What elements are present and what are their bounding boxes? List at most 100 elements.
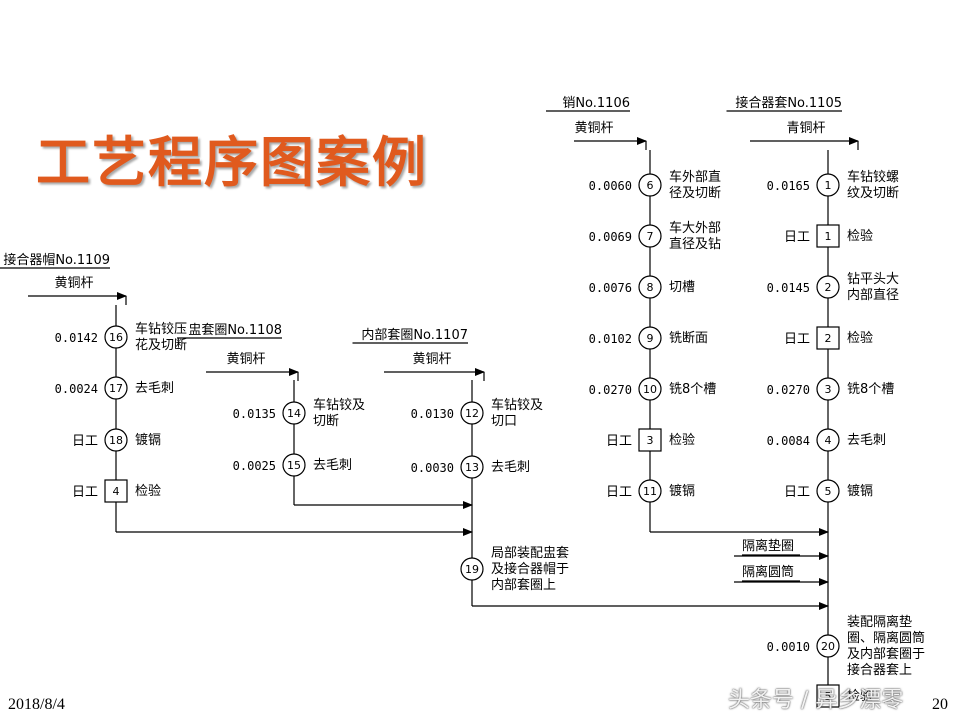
part-name: 接合器帽No.1109 [3,252,110,268]
operation-symbol [816,479,840,503]
step-time: 日工 [784,230,810,245]
step-number: 15 [287,459,301,472]
step-time: 0.0130 [411,407,454,421]
inspection-symbol [104,479,128,503]
step-number: 20 [821,640,835,653]
step-number: 6 [647,179,654,192]
step-time: 0.0135 [233,407,276,421]
step-time: 0.0145 [767,281,810,295]
operation-symbol [638,377,662,401]
step-time: 0.0270 [589,383,632,397]
step-number: 11 [643,485,657,498]
operation-symbol [638,275,662,299]
step-label: 铣8个槽 [847,382,894,397]
step-time: 0.0142 [55,331,98,345]
step-label: 圈、隔离圆筒 [847,630,925,646]
step-label: 镀镉 [135,432,161,448]
step-time: 0.0025 [233,459,276,473]
step-label: 切槽 [669,280,695,295]
step-label: 车钻铰及 [491,397,543,413]
operation-symbol [816,428,840,452]
step-number: 18 [109,434,123,447]
step-label: 去毛刺 [135,381,174,396]
step-time: 日工 [606,434,632,449]
step-number: 3 [825,383,832,396]
step-time: 0.0060 [589,179,632,193]
step-label: 车钻铰螺 [847,169,899,185]
step-label: 车大外部 [669,220,721,236]
step-label: 车外部直 [669,169,721,185]
material-label: 黄铜杆 [574,121,613,136]
watermark: 头条号 / 异乡漂零 [728,688,904,713]
step-number: 2 [825,332,832,345]
step-label: 切口 [491,414,517,429]
step-number: 5 [825,485,832,498]
step-label: 内部直径 [847,287,899,303]
step-number: 4 [113,485,120,498]
step-label: 镀镉 [847,483,873,499]
operation-symbol [104,376,128,400]
step-time: 0.0165 [767,179,810,193]
operation-symbol [638,224,662,248]
step-label: 局部装配盅套 [491,545,569,561]
step-label: 切断 [313,414,339,429]
step-label: 钻平头大 [847,272,899,287]
step-number: 16 [109,331,123,344]
step-label: 检验 [135,483,161,499]
step-label: 铣8个槽 [669,382,716,397]
step-time: 日工 [72,485,98,500]
step-number: 8 [647,281,654,294]
step-number: 1 [825,230,832,243]
inspection-symbol [816,684,840,708]
step-number: 9 [647,332,654,345]
step-label: 直径及钻 [669,237,721,252]
step-number: 4 [825,434,832,447]
step-label: 去毛刺 [313,458,352,473]
step-label: 接合器套上 [847,662,912,678]
step-number: 2 [825,281,832,294]
material-label: 黄铜杆 [54,276,93,291]
step-label: 车钻铰及 [313,397,365,413]
step-label: 去毛刺 [847,433,886,448]
part-name: 内部套圈No.1107 [361,327,468,343]
step-time: 日工 [784,332,810,347]
step-label: 检验 [669,432,695,448]
step-label: 及接合器帽于 [491,561,569,577]
operation-symbol [638,326,662,350]
part-name: 盅套圈No.1108 [188,322,282,338]
step-label: 检验 [847,330,873,346]
step-number: 10 [643,383,657,396]
step-time: 0.0030 [411,461,454,475]
step-time: 日工 [606,485,632,500]
footer-date: 2018/8/4 [8,696,65,713]
step-label: 车钻铰压 [135,321,187,337]
step-time: 0.0069 [589,230,632,244]
material-label: 青铜杆 [786,121,825,136]
step-time: 0.0084 [767,434,810,448]
step-number: 5 [825,690,832,703]
operation-symbol [104,325,128,349]
step-number: 17 [109,382,123,395]
step-time: 0.0102 [589,332,632,346]
step-time: 0.0076 [589,281,632,295]
step-number: 19 [465,563,479,576]
purchased-item-label: 隔离圆筒 [742,564,794,580]
step-time: 0.0010 [767,640,810,654]
step-time: 日工 [72,434,98,449]
operation-symbol [816,634,840,658]
step-time: 0.0270 [767,383,810,397]
inspection-symbol [638,428,662,452]
step-label: 镀镉 [669,483,695,499]
operation-symbol [460,455,484,479]
step-number: 3 [647,434,654,447]
operation-symbol [638,479,662,503]
step-number: 13 [465,461,479,474]
step-number: 14 [287,407,301,420]
page-number: 20 [932,696,948,713]
step-time: 日工 [784,485,810,500]
part-name: 销No.1106 [562,96,630,111]
operation-symbol [460,401,484,425]
slide-title: 工艺程序图案例 [36,131,428,194]
